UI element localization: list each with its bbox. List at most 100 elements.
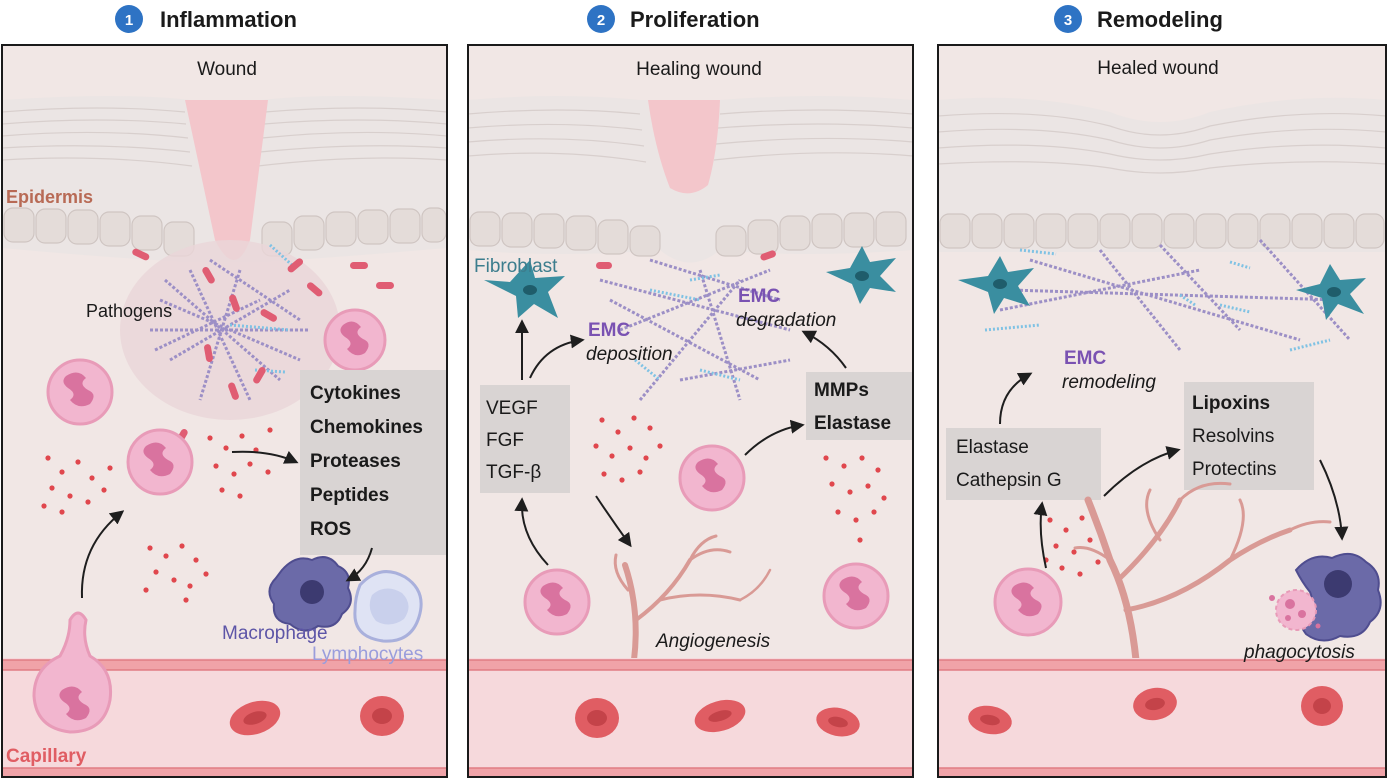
arrow-icon [231,450,299,464]
arrow-icon [1103,446,1181,497]
fibroblast-cell [484,260,565,318]
neutrophil-cell [993,567,1063,637]
resolver-item: Lipoxins [1192,393,1270,414]
mediator-item: Peptides [310,485,389,506]
skin-lines [937,112,1387,174]
red-blood-cell [968,686,1343,735]
panel-border [467,44,914,778]
enzyme-item: Cathepsin G [956,470,1062,491]
stage-badge-icon [115,5,143,33]
fibroblast-cell [1296,264,1366,320]
stage-title: Inflammation [160,7,297,32]
macrophage-cell [1294,552,1382,642]
collagen-mesh [150,258,310,401]
svg-text:2: 2 [597,12,605,29]
fibroblast-cell [826,246,896,304]
arrow-icon [595,495,632,548]
phagocytosis-label: phagocytosis [1243,642,1355,663]
enzyme-item: Elastase [814,413,891,434]
growth-factor-item: FGF [486,430,524,451]
svg-text:1: 1 [125,12,133,29]
angiogenesis-vessel [613,534,772,663]
wound-gap [648,100,720,194]
mediator-item: Proteases [310,451,401,472]
pathogens-label: Pathogens [86,301,172,321]
arrow-icon [1033,501,1048,569]
enzyme-box [806,372,912,440]
panel-border [1,44,448,778]
stage-title: Proliferation [630,7,760,32]
panel-remodeling: Healed wound EMC remodeling Elastase Cat… [937,44,1387,778]
stage-header-2: 2 Proliferation [587,5,760,33]
stage-badge-icon [1054,5,1082,33]
neutrophil-cell [323,308,387,372]
stage-header-1: 1 Inflammation [115,5,297,33]
arrow-icon [1319,459,1349,541]
emc-label: EMC [738,286,781,307]
fibroblast-label: Fibroblast [474,256,558,277]
mediator-dots [593,415,887,543]
apoptotic-neutrophil [1269,589,1321,631]
growth-factor-item: VEGF [486,398,538,419]
deposition-label: deposition [586,344,673,365]
growth-factor-item: TGF-β [486,462,541,483]
svg-text:3: 3 [1064,12,1072,29]
stage-header-3: 3 Remodeling [1054,5,1223,33]
neutrophil-cell [126,428,194,496]
angiogenesis-vessel [1073,481,1332,664]
remodeling-label: remodeling [1062,372,1156,393]
macrophage-cell [268,556,352,632]
panel-inflammation: Wound Epidermis Pathogens Cytokines Chem… [1,44,448,778]
arrow-icon [801,330,847,369]
panel-border [937,44,1387,778]
arrow-icon [744,419,805,456]
epidermis-label: Epidermis [6,187,93,207]
skin-lines [467,109,914,163]
enzyme-item: Elastase [956,437,1029,458]
extravasating-neutrophil [32,611,113,734]
capillary-label: Capillary [6,746,87,767]
emc-label: EMC [1064,348,1107,369]
neutrophil-cell [822,562,890,630]
epidermis-cells [939,213,1385,249]
resolver-item: Protectins [1192,459,1276,480]
wound-label: Wound [197,59,257,80]
red-blood-cell [575,698,860,738]
mediator-dots [1043,515,1101,577]
resolver-item: Resolvins [1192,426,1274,447]
enzyme-item: MMPs [814,380,869,401]
emc-label: EMC [588,320,631,341]
panel-proliferation: Healing wound Fibroblast EMC deposition … [467,44,914,778]
arrow-icon [999,372,1033,425]
mediator-item: ROS [310,519,351,540]
wound-label: Healing wound [636,59,762,80]
collagen-mesh [599,258,791,401]
resolver-box [1184,382,1314,490]
epidermis-cells [469,211,907,257]
stage-title: Remodeling [1097,7,1223,32]
neutrophil-cell [678,444,746,512]
growth-factor-box [480,385,570,493]
enzyme-box [946,428,1101,500]
mediator-item: Cytokines [310,383,401,404]
fibroblast-cell [958,256,1034,314]
neutrophil-cell [523,568,591,636]
lymphocytes-label: Lymphocytes [312,644,423,665]
stage-badge-icon [587,5,615,33]
arrow-icon [529,334,585,379]
mediator-box [300,370,446,555]
mediator-item: Chemokines [310,417,423,438]
degradation-label: degradation [736,310,836,331]
wound-label: Healed wound [1097,58,1218,79]
neutrophil-cell [46,358,114,426]
lymphocyte-cell [353,570,423,643]
arrow-icon [514,497,549,566]
angiogenesis-label: Angiogenesis [655,631,771,652]
arrow-icon [345,547,373,582]
macrophage-label: Macrophage [222,623,328,644]
red-blood-cell [229,696,404,736]
wound-gap [185,100,268,260]
mediator-dots [41,427,273,603]
